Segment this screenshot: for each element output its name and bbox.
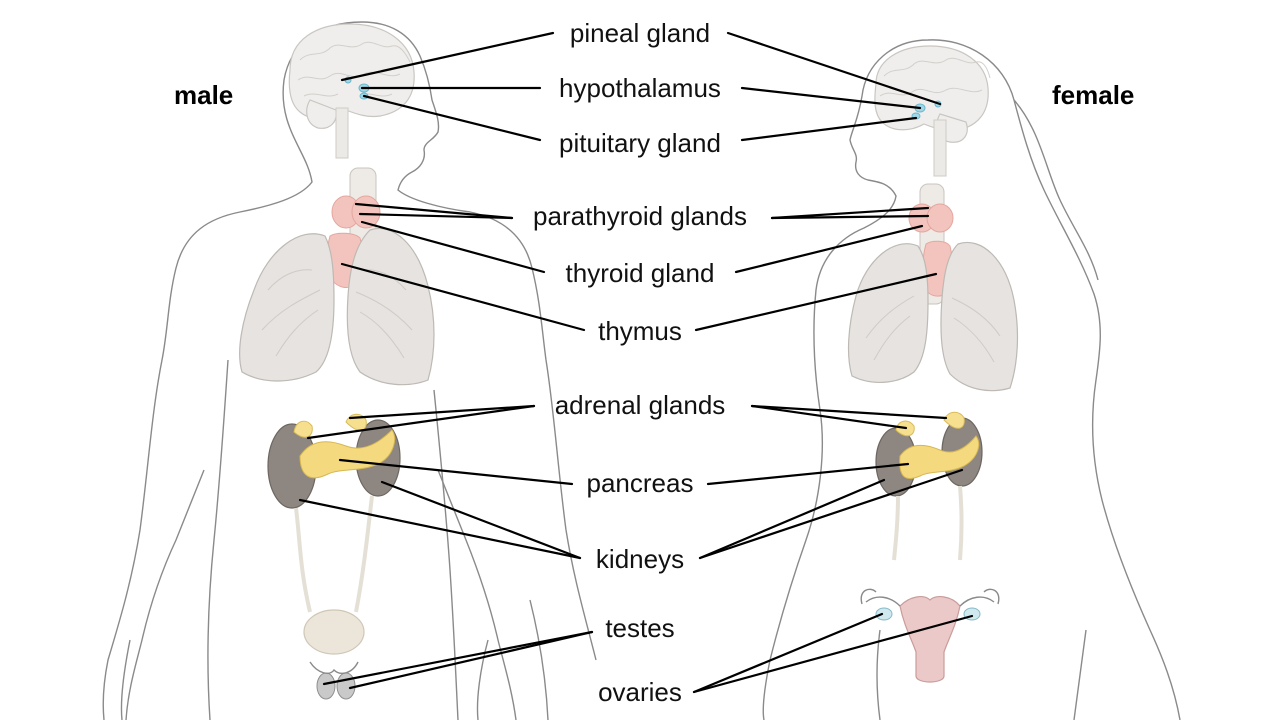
male-brain	[288, 23, 415, 159]
leader-pancreas-male	[338, 458, 574, 486]
leader-parathyroid-male-1	[354, 202, 514, 220]
female-figure	[762, 39, 1181, 720]
female-reproductive	[860, 588, 1000, 683]
male-ureter-left	[294, 507, 312, 613]
label-pituitary-gland: pituitary gland	[559, 128, 721, 158]
leader-ovaries-2	[692, 614, 974, 694]
male-forearm-left	[120, 639, 131, 720]
female-pancreas	[899, 435, 980, 479]
male-lungs	[239, 227, 435, 386]
leader-thymus-female	[694, 272, 938, 332]
female-body-outline	[762, 39, 1181, 720]
label-thymus: thymus	[598, 316, 682, 346]
female-ureter-left	[892, 495, 900, 561]
side-label-male: male	[174, 80, 233, 110]
leader-kidneys-male-2	[380, 480, 582, 560]
female-hair	[1013, 99, 1099, 281]
leader-thyroid-female	[734, 224, 924, 274]
male-adrenal-left	[293, 420, 313, 438]
leader-pituitary-female	[740, 116, 918, 142]
female-ureter-right	[958, 485, 964, 561]
male-pancreas	[299, 429, 396, 479]
leader-hypothalamus-female	[740, 86, 922, 110]
label-thyroid-gland: thyroid gland	[566, 258, 715, 288]
leader-pineal-female	[726, 31, 942, 106]
label-pancreas: pancreas	[587, 468, 694, 498]
label-hypothalamus: hypothalamus	[559, 73, 721, 103]
leader-thymus-male	[340, 262, 586, 332]
label-kidneys: kidneys	[596, 544, 684, 574]
male-figure	[102, 21, 597, 720]
male-thyroid	[331, 195, 381, 229]
leader-adrenal-female-2	[750, 404, 948, 420]
leader-testes-2	[348, 630, 594, 690]
male-arm-inner-left	[207, 359, 229, 720]
male-body-outline	[102, 21, 597, 720]
leader-adrenal-male-1	[306, 404, 536, 440]
male-ureter-right	[354, 495, 374, 613]
leader-adrenal-female-1	[750, 404, 908, 430]
leader-ovaries-1	[692, 612, 884, 694]
label-ovaries: ovaries	[598, 677, 682, 707]
side-label-female: female	[1052, 80, 1134, 110]
label-pineal-gland: pineal gland	[570, 18, 710, 48]
leader-kidneys-female-2	[698, 468, 964, 560]
label-adrenal-glands: adrenal glands	[555, 390, 726, 420]
male-bladder	[303, 609, 365, 655]
leader-lines	[298, 31, 974, 694]
leader-parathyroid-female-1	[770, 206, 930, 220]
male-testes	[309, 661, 359, 700]
leader-pineal-male	[340, 31, 555, 82]
leader-parathyroid-male-2	[358, 212, 514, 220]
leader-kidneys-male-1	[298, 498, 582, 560]
female-adrenal-right	[943, 411, 965, 429]
leader-thyroid-male	[360, 220, 546, 274]
label-parathyroid-glands: parathyroid glands	[533, 201, 747, 231]
male-arm-inner-right	[433, 389, 459, 720]
male-forearm-right	[476, 599, 549, 720]
leader-kidneys-female-1	[698, 478, 886, 560]
female-thyroid	[908, 203, 954, 233]
leader-parathyroid-female-2	[770, 214, 930, 220]
leader-testes-1	[322, 630, 594, 686]
leader-pituitary-male	[362, 94, 542, 142]
female-lungs	[847, 241, 1019, 392]
female-brain	[874, 45, 991, 177]
leader-adrenal-male-2	[348, 404, 536, 420]
leader-pancreas-female	[706, 462, 910, 486]
label-testes: testes	[605, 613, 674, 643]
